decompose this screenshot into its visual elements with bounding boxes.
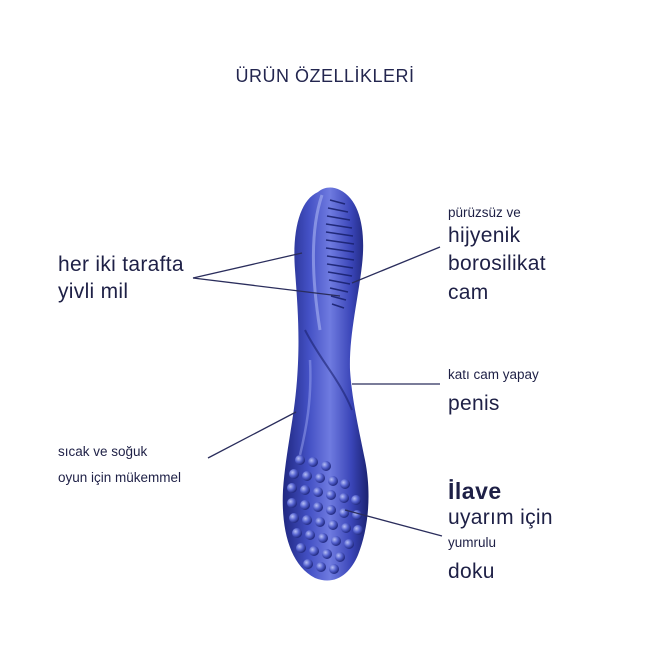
callout-glass-line2: hijyenik [448,224,521,247]
callout-texture-line4: doku [448,560,495,583]
callout-texture-line2: uyarım için [448,506,553,529]
page-title: ÜRÜN ÖZELLİKLERİ [235,66,415,86]
leader-line-ribbed-2 [192,277,341,297]
leader-line-temperature [207,411,297,459]
leader-line-texture [344,509,443,537]
callout-solid-line2: penis [448,392,500,415]
leader-line-glass [351,246,441,284]
callout-solid-line1: katı cam yapay [448,367,539,382]
callout-glass-line1: pürüzsüz ve [448,205,521,220]
bumpy-texture [287,455,363,574]
callout-glass-line3: borosilikat [448,252,546,275]
callout-ribbed-line1: her iki tarafta [58,253,184,276]
callout-temperature-line1: sıcak ve soğuk [58,444,148,459]
callout-temperature-line2: oyun için mükemmel [58,470,182,485]
leader-lines [192,246,443,537]
callout-glass-line4: cam [448,281,489,304]
leader-line-ribbed-1 [192,252,303,279]
ribbed-head [325,199,355,309]
callout-texture-line1: İlave [448,478,502,504]
callout-ribbed-line2: yivli mil [58,280,129,303]
callout-texture-line3: yumrulu [448,535,497,550]
